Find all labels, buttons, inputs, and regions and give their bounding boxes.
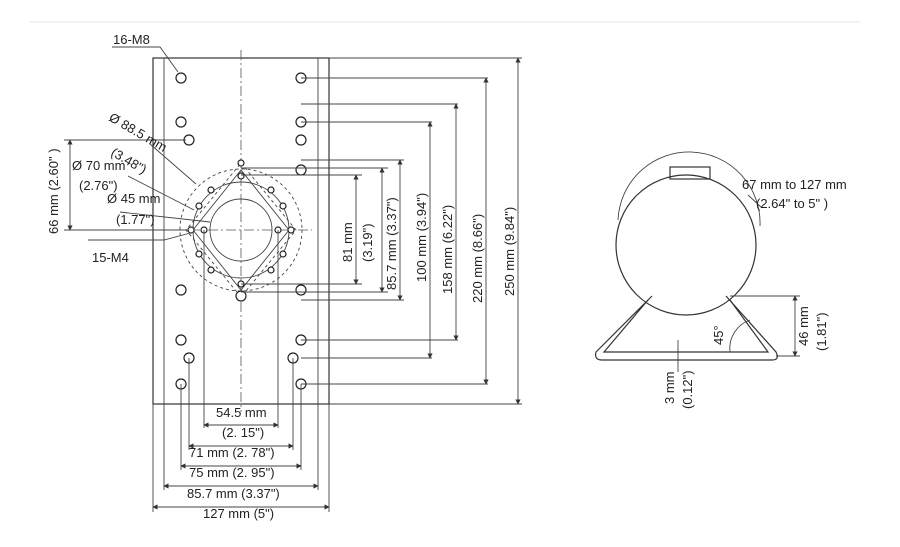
- hole: [235, 290, 247, 302]
- small-hole: [207, 186, 215, 194]
- pipe-leader: [747, 194, 763, 209]
- small-hole: [267, 266, 275, 274]
- label-75mm: 75 mm (2. 95"): [189, 465, 275, 480]
- label-66mm: 66 mm (2.60" ): [46, 148, 61, 234]
- label-85-7mm-v: 85.7 mm (3.37"): [384, 197, 399, 290]
- mount-square: [185, 162, 297, 298]
- hole: [175, 284, 187, 296]
- hole: [295, 164, 307, 176]
- label-16-m8: 16-M8: [113, 32, 150, 47]
- small-hole: [279, 202, 287, 210]
- hole: [175, 334, 187, 346]
- hole: [295, 284, 307, 296]
- clamp-bracket-inner: [602, 299, 770, 353]
- label-100mm: 100 mm (3.94"): [414, 193, 429, 282]
- label-81mm: 81 mm: [340, 222, 355, 262]
- label-250mm: 250 mm (9.84"): [502, 207, 517, 296]
- left-extension-lines: [64, 139, 188, 231]
- label-46mm: 46 mm: [796, 306, 811, 346]
- hole: [175, 116, 187, 128]
- small-hole: [195, 202, 203, 210]
- label-46mm-in: (1.81"): [814, 312, 829, 351]
- label-pipe-range: 67 mm to 127 mm: [742, 177, 847, 192]
- label-85-7mm-h: 85.7 mm (3.37"): [187, 486, 280, 501]
- pole-circle: [615, 174, 757, 316]
- small-hole: [267, 186, 275, 194]
- pole-clamp-view: 67 mm to 127 mm (2.64" to 5" ) 45° 46 mm…: [595, 151, 847, 409]
- label-3mm-in: (0.12"): [680, 370, 695, 409]
- label-71mm: 71 mm (2. 78"): [189, 445, 275, 460]
- small-hole: [207, 266, 215, 274]
- circle-45: [209, 198, 273, 262]
- clamp-band: [617, 151, 761, 227]
- mounting-plate-view: 16-M8 Ø 88.5 mm (3.48") Ø 70 mm (2.76") …: [46, 32, 522, 521]
- small-hole: [237, 159, 245, 167]
- label-81mm-in: (3.19"): [360, 223, 375, 262]
- hole: [175, 72, 187, 84]
- small-hole: [287, 226, 295, 234]
- label-45-degree: 45°: [711, 325, 726, 345]
- bottom-extension-lines: [152, 230, 330, 512]
- leader-lines: [88, 46, 211, 241]
- label-54-5mm: 54.5 mm: [216, 405, 267, 420]
- label-pipe-range-in: (2.64" to 5" ): [756, 196, 828, 211]
- label-127mm: 127 mm (5"): [203, 506, 274, 521]
- clamp-buckle: [669, 166, 711, 180]
- label-158mm: 158 mm (6.22"): [440, 205, 455, 294]
- small-hole: [237, 172, 245, 180]
- label-15-m4: 15-M4: [92, 250, 129, 265]
- label-dia-70-in: (2.76"): [79, 178, 118, 193]
- small-hole: [195, 250, 203, 258]
- label-54-5mm-in: (2. 15"): [222, 425, 264, 440]
- right-extension-lines: [241, 57, 522, 405]
- hole: [295, 134, 307, 146]
- label-dia-45: Ø 45 mm: [107, 191, 160, 206]
- label-220mm: 220 mm (8.66"): [470, 214, 485, 303]
- clamp-bracket-outer: [595, 295, 778, 361]
- label-3mm: 3 mm: [662, 372, 677, 405]
- label-dia-45-in: (1.77"): [116, 212, 155, 227]
- circle-88-5: [179, 168, 303, 292]
- mount-square-inner: [192, 169, 290, 291]
- small-hole: [279, 250, 287, 258]
- vertical-dimension-lines: [353, 57, 521, 405]
- label-dia-70: Ø 70 mm: [72, 158, 125, 173]
- angle-arc: [729, 319, 751, 353]
